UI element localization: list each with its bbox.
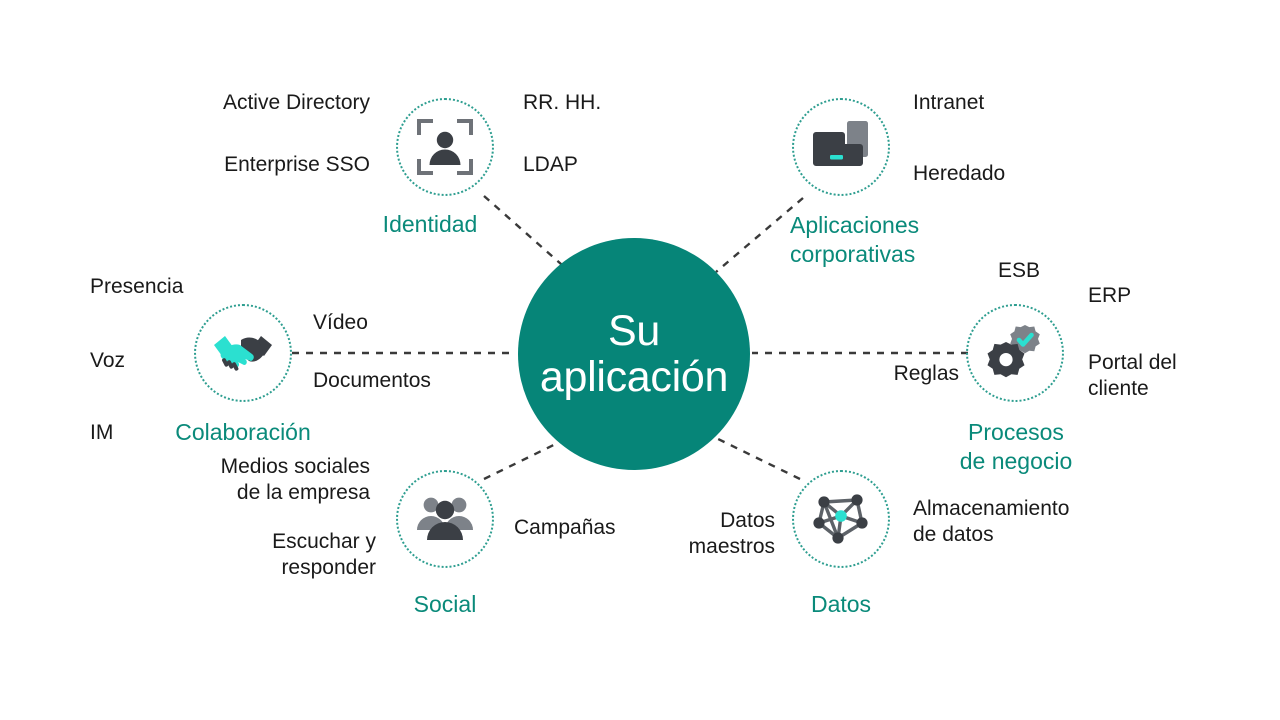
label-datos: Datos [810, 591, 872, 617]
satellite-enterprise-sso: Enterprise SSO [224, 153, 370, 176]
satellite-campanas: Campañas [514, 516, 616, 539]
satellite-active-directory: Active Directory [222, 91, 370, 114]
label-colaboracion: Colaboración [175, 419, 311, 445]
satellite-presencia: Presencia [90, 275, 184, 298]
devices-icon [810, 118, 872, 176]
satellite-documentos: Documentos [313, 369, 431, 392]
gears-check-icon [984, 324, 1046, 382]
node-datos[interactable] [792, 470, 890, 568]
network-graph-icon [810, 490, 872, 548]
node-social[interactable] [396, 470, 494, 568]
label-aplicaciones-corporativas: Aplicaciones corporativas [790, 212, 920, 268]
central-hub-label: Su aplicación [539, 306, 729, 401]
satellite-erp: ERP [1088, 284, 1132, 307]
satellite-portal-del-cliente: Portal del cliente [1088, 351, 1177, 400]
satellite-almacenamiento-de-datos: Almacenamiento de datos [913, 497, 1070, 546]
label-identidad: Identidad [382, 211, 478, 237]
connector-datos [713, 435, 801, 481]
satellite-voz: Voz [90, 349, 126, 372]
node-identidad[interactable] [396, 98, 494, 196]
handshake-icon [211, 328, 275, 378]
satellite-rr-hh: RR. HH. [523, 91, 602, 114]
person-focus-icon [415, 117, 475, 177]
node-aplicaciones-corporativas[interactable] [792, 98, 890, 196]
connector-identidad [483, 195, 571, 273]
satellite-reglas: Reglas [893, 362, 959, 385]
node-colaboracion[interactable] [194, 304, 292, 402]
central-hub: Su aplicación [518, 238, 750, 470]
people-group-icon [413, 493, 477, 545]
satellite-medios-sociales: Medios sociales de la empresa [220, 455, 370, 504]
label-procesos-de-negocio: Procesos de negocio [959, 419, 1073, 475]
satellite-intranet: Intranet [913, 91, 985, 114]
satellite-im: IM [90, 421, 114, 444]
connector-social [483, 435, 571, 481]
satellite-esb: ESB [997, 259, 1041, 282]
label-social: Social [413, 591, 477, 617]
satellite-ldap: LDAP [523, 153, 578, 176]
satellite-escuchar-responder: Escuchar y responder [272, 530, 376, 579]
satellite-heredado: Heredado [913, 162, 1006, 185]
satellite-video: Vídeo [313, 311, 368, 334]
node-procesos-de-negocio[interactable] [966, 304, 1064, 402]
satellite-datos-maestros: Datos maestros [688, 509, 775, 558]
